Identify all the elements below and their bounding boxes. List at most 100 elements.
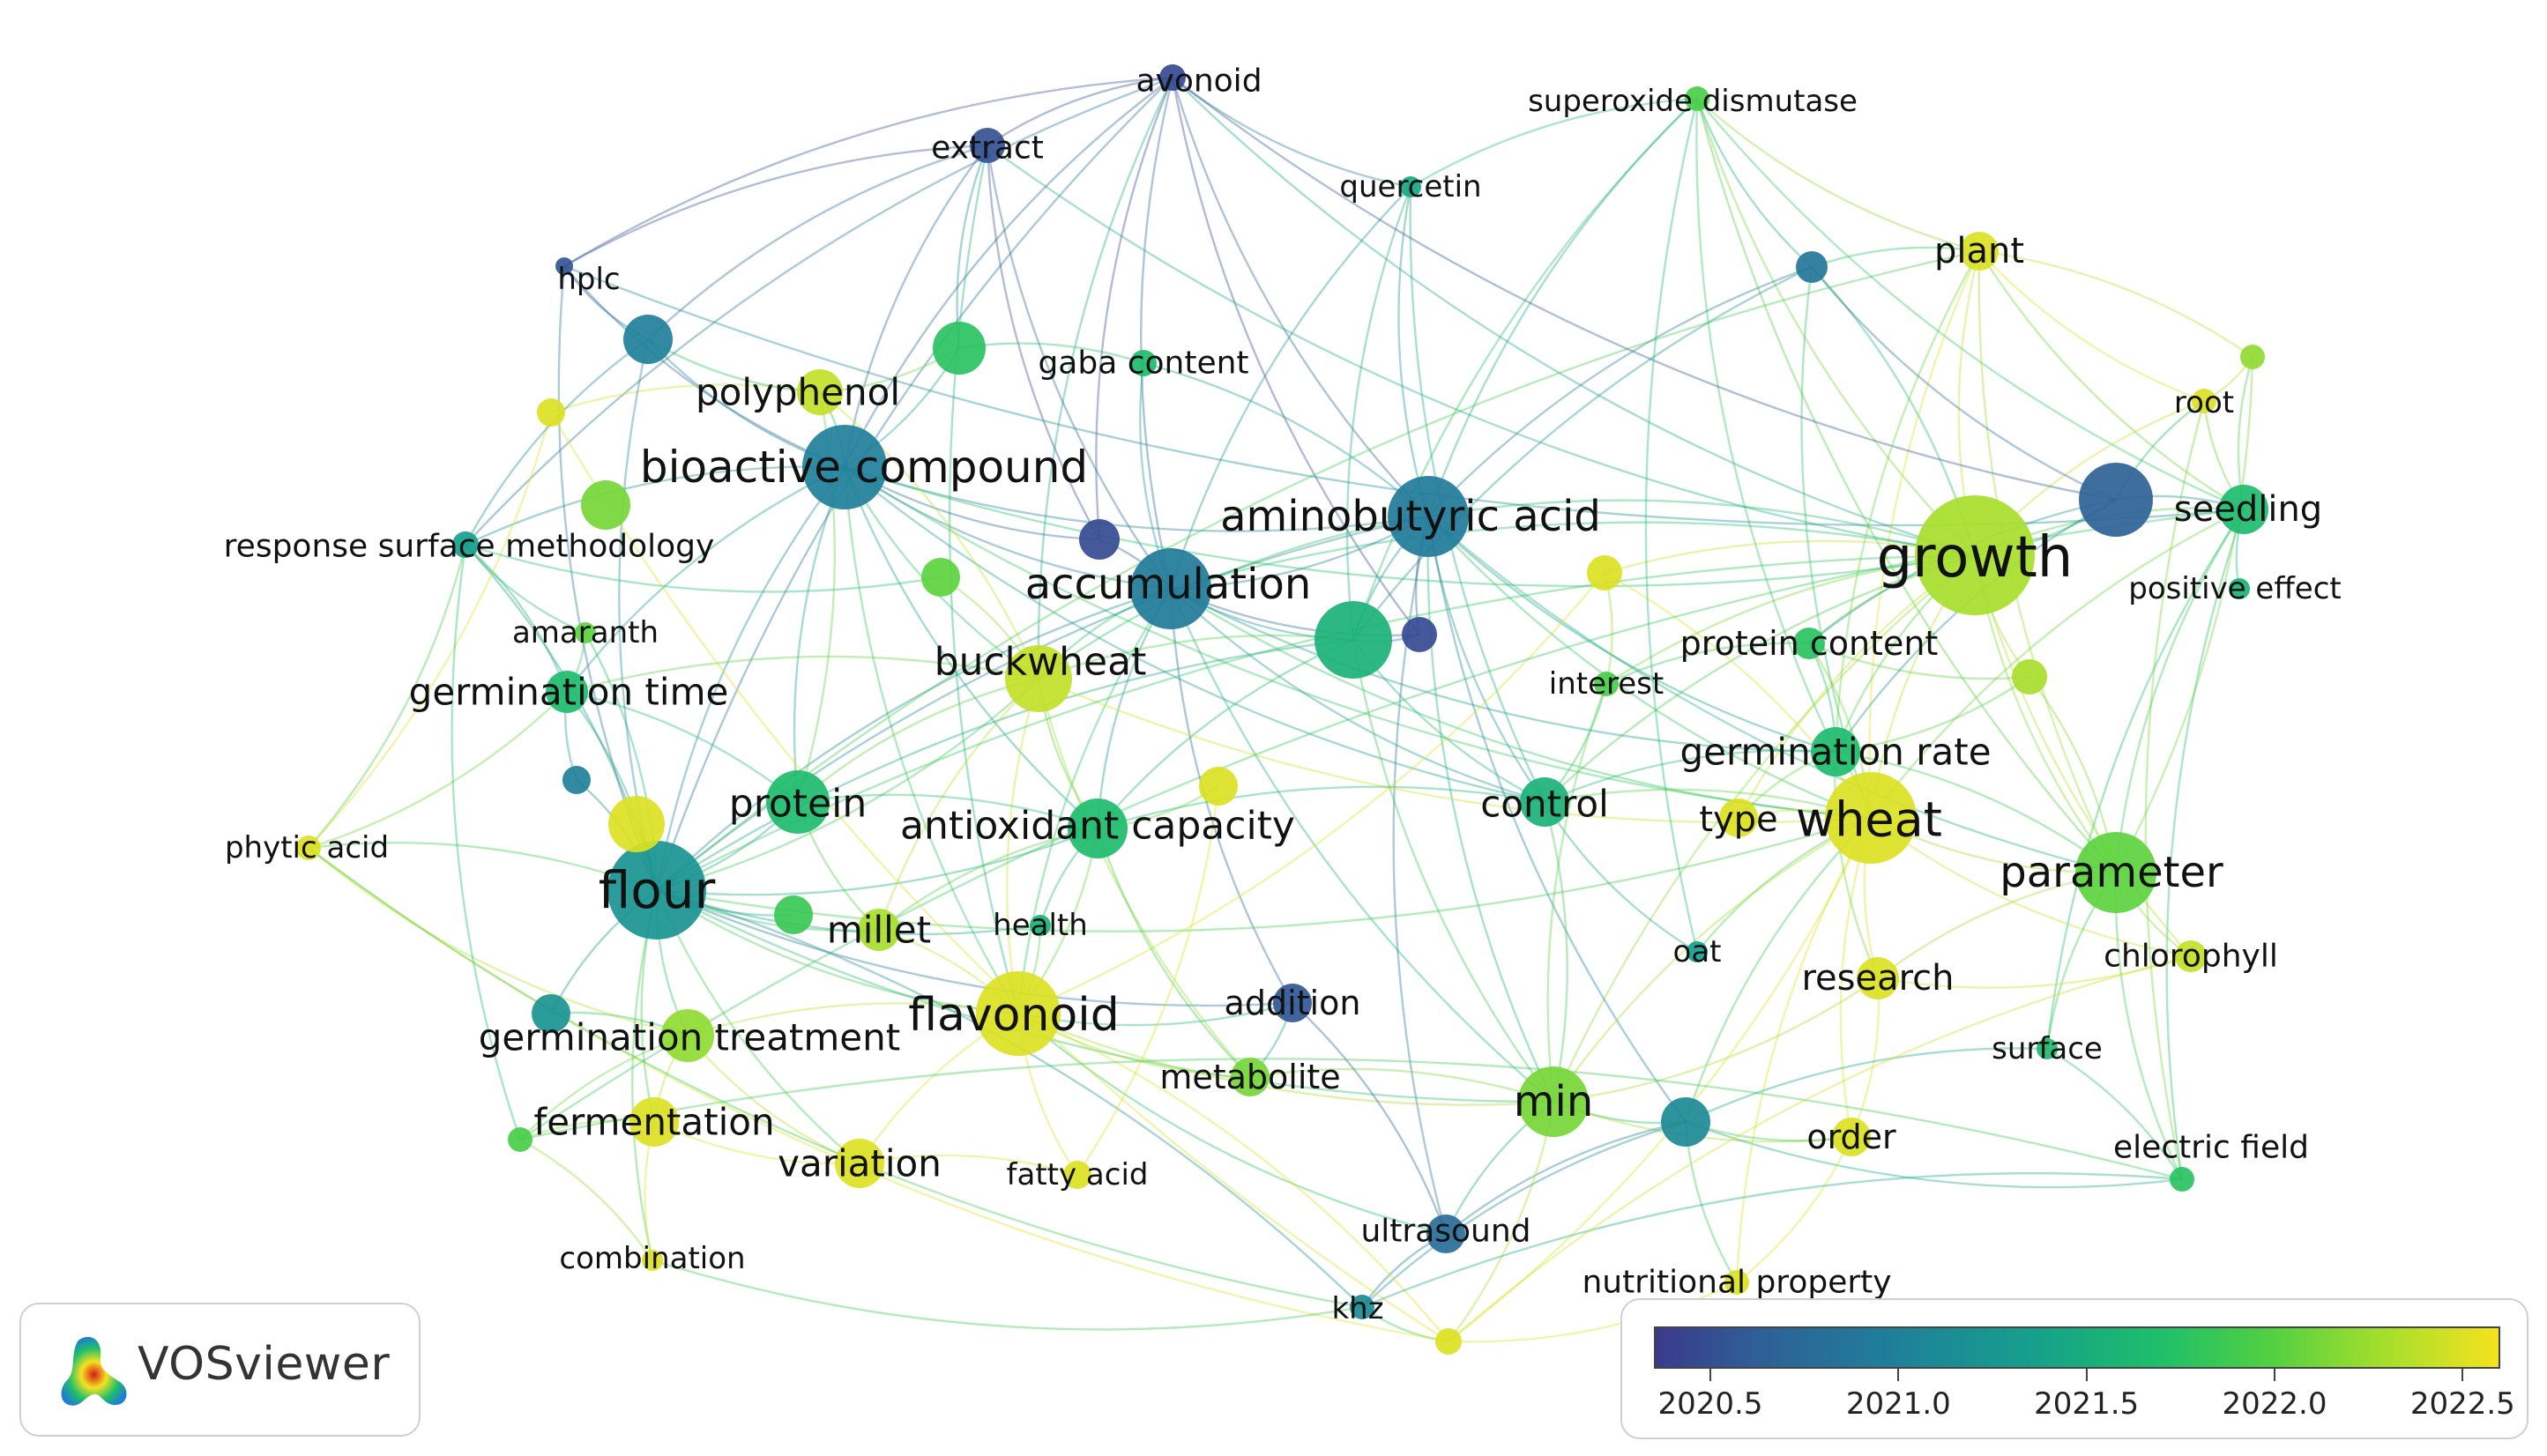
node-n-purple2[interactable] (1402, 617, 1437, 652)
node-wheat[interactable] (1825, 772, 1917, 864)
node-addition[interactable] (1273, 984, 1312, 1022)
node-nutritional[interactable] (1724, 1270, 1749, 1295)
node-n-lime1[interactable] (921, 558, 960, 597)
node-chlorophyll[interactable] (2175, 940, 2207, 972)
node-surface[interactable] (2037, 1038, 2058, 1059)
node-type[interactable] (1719, 799, 1758, 837)
label-electric: electric field (2113, 1130, 2309, 1166)
node-order[interactable] (1832, 1118, 1871, 1156)
node-n-gmillet[interactable] (774, 895, 813, 934)
network-link (1870, 817, 2192, 958)
network-link (1546, 683, 1608, 1103)
network-link (1172, 77, 1411, 189)
network-link (1553, 816, 1872, 1103)
network-link (1973, 554, 2192, 957)
label-germ-rate: germination rate (1679, 731, 1991, 774)
legend-tick-label: 2022.5 (2409, 1386, 2515, 1422)
node-positive[interactable] (2229, 578, 2250, 599)
node-growth[interactable] (1915, 495, 2035, 615)
node-flour[interactable] (607, 841, 706, 940)
node-n-teal1[interactable] (532, 994, 570, 1033)
node-millet[interactable] (858, 909, 900, 951)
network-link (1170, 521, 1976, 591)
node-research[interactable] (1857, 957, 1899, 999)
node-n-tealR[interactable] (1661, 1097, 1710, 1147)
network-link (2045, 509, 2245, 1050)
label-rsm: response surface methodology (224, 529, 715, 565)
node-n-yellowC[interactable] (1587, 555, 1622, 591)
node-rsm[interactable] (452, 531, 479, 558)
node-n-rightmid[interactable] (2079, 463, 2153, 537)
node-aminobutyric[interactable] (1388, 476, 1469, 557)
node-root[interactable] (2192, 389, 2216, 413)
network-link (519, 1058, 2183, 1181)
network-link (2144, 400, 2206, 1180)
label-buckwheat: buckwheat (935, 640, 1147, 685)
node-n-limeR2[interactable] (2012, 659, 2047, 695)
node-n-greenR[interactable] (2240, 345, 2265, 369)
network-link (1352, 639, 1554, 1103)
node-protein[interactable] (766, 770, 830, 834)
node-accumulation[interactable] (1130, 548, 1211, 629)
node-variation[interactable] (835, 1139, 884, 1188)
label-protein-content: protein content (1680, 624, 1939, 663)
node-n-hplcnode[interactable] (623, 315, 673, 364)
node-n-yellowA[interactable] (1199, 767, 1238, 806)
node-buckwheat[interactable] (1005, 645, 1072, 712)
node-polyphenol[interactable] (797, 369, 843, 415)
node-bioactive[interactable] (802, 425, 887, 509)
node-n-bluedot[interactable] (562, 766, 591, 794)
node-n-gL1[interactable] (581, 480, 630, 530)
network-link (1445, 1120, 1687, 1235)
node-n-purple1[interactable] (1079, 519, 1120, 560)
network-link (631, 889, 659, 1261)
node-extract[interactable] (970, 128, 1005, 163)
node-flavonoid-top[interactable] (1159, 64, 1186, 91)
label-oat: oat (1673, 934, 1722, 969)
network-link (1870, 508, 2245, 819)
node-electric[interactable] (2170, 1167, 2194, 1192)
network-link (1361, 1171, 2183, 1309)
node-fatty[interactable] (1063, 1161, 1091, 1189)
network-link (1140, 77, 1174, 590)
network-link (653, 1120, 860, 1165)
node-n-topright[interactable] (1796, 251, 1828, 283)
node-n-yellowF[interactable] (608, 796, 665, 852)
node-phytic[interactable] (296, 836, 321, 860)
node-hplc[interactable] (555, 257, 573, 275)
node-n-yellowL[interactable] (537, 398, 565, 427)
node-n-leftdot[interactable] (508, 1127, 532, 1152)
node-combination[interactable] (642, 1250, 663, 1271)
node-plant[interactable] (1960, 232, 1999, 271)
node-n-bottom[interactable] (1435, 1328, 1462, 1355)
node-n-gTop[interactable] (933, 322, 986, 375)
node-parameter[interactable] (2075, 832, 2156, 913)
node-seedling[interactable] (2219, 485, 2268, 534)
network-link (844, 466, 1172, 591)
node-n-center[interactable] (1314, 601, 1392, 679)
label-khz: khz (1331, 1291, 1383, 1326)
node-fermentation[interactable] (629, 1097, 679, 1147)
node-superoxide[interactable] (1685, 86, 1709, 111)
network-link (1171, 77, 1420, 635)
node-gaba[interactable] (1130, 350, 1157, 376)
node-interest[interactable] (1594, 672, 1619, 696)
node-protein-content[interactable] (1793, 628, 1825, 659)
network-link (465, 544, 569, 693)
node-germ-rate[interactable] (1811, 727, 1860, 776)
node-germ-treat[interactable] (661, 1009, 714, 1062)
network-link (2114, 509, 2245, 873)
node-germ-time[interactable] (546, 671, 588, 713)
node-antioxidant[interactable] (1068, 799, 1128, 858)
node-metabolite[interactable] (1231, 1058, 1270, 1096)
node-khz[interactable] (1350, 1295, 1374, 1319)
node-health[interactable] (1030, 915, 1051, 936)
node-control[interactable] (1520, 777, 1569, 827)
node-ultrasound[interactable] (1426, 1215, 1465, 1253)
node-oat[interactable] (1687, 941, 1708, 962)
node-amaranth[interactable] (575, 622, 596, 643)
network-link (1017, 1012, 1449, 1342)
node-quercetin[interactable] (1400, 176, 1421, 197)
node-flavonoid[interactable] (976, 971, 1061, 1056)
node-min[interactable] (1518, 1066, 1589, 1137)
